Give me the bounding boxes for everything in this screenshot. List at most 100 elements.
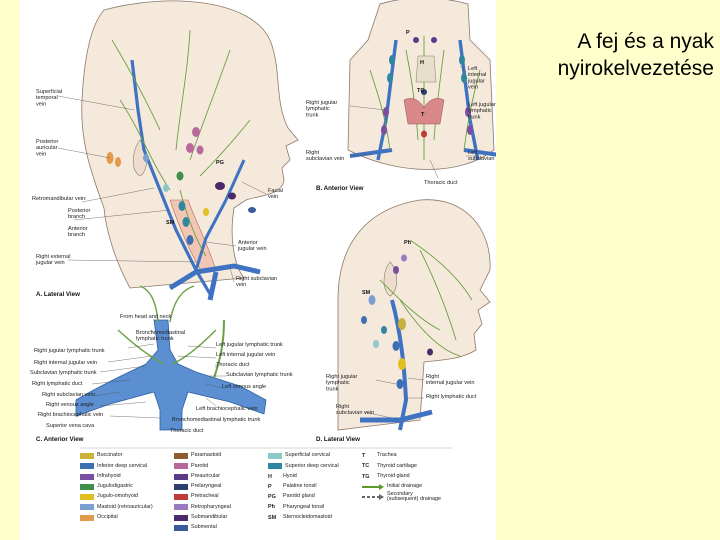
legend-swatch xyxy=(174,515,188,521)
label-subclavian-lymphatic-trunk-c: Subclavian lymphatic trunk xyxy=(30,370,97,376)
label-right-lymphatic-duct-d: Right lymphatic duct xyxy=(426,394,477,400)
legend-abbreviation: P xyxy=(268,484,280,490)
legend-label: Secondary (subsequent) drainage xyxy=(387,492,441,503)
legend-label: Palatine tonsil xyxy=(283,484,317,490)
dashed-arrow-icon xyxy=(362,494,384,500)
legend-swatch xyxy=(174,494,188,500)
label-posterior-branch: Posteriorbranch xyxy=(68,208,91,220)
legend-item: Infrahyoid xyxy=(80,473,170,481)
panel-c-caption: C. Anterior View xyxy=(36,436,84,443)
legend-swatch xyxy=(268,463,282,469)
legend-label: Superficial cervical xyxy=(285,453,330,459)
legend-label: Initial drainage xyxy=(387,484,422,490)
legend-label: Thyroid gland xyxy=(377,474,410,480)
label-left-venous-angle-c: Left venous angle xyxy=(222,384,266,390)
node-label-sm: SM xyxy=(166,220,175,226)
legend-abbreviation: TG xyxy=(362,474,374,480)
legend-item: Retropharyngeal xyxy=(174,503,264,511)
legend-item: PGParotid gland xyxy=(268,493,358,501)
label-right-jugular-lymphatic-trunk-c: Right jugular lymphatic trunk xyxy=(34,348,105,354)
label-right-internal-jugular-vein-c: Right internal jugular vein xyxy=(34,360,97,366)
legend-swatch xyxy=(80,474,94,480)
panel-a: PG SM Superficialtemporalvein Posteriora… xyxy=(32,1,298,300)
legend-item: Jugulodigastric xyxy=(80,483,170,491)
label-superior-vena-cava-c: Superior vena cava xyxy=(46,423,95,429)
label-thoracic-duct-1-c: Thoracic duct xyxy=(216,362,250,368)
legend-label: Jugulo-omohyoid xyxy=(97,494,138,500)
legend-label: Paramastoid xyxy=(191,453,221,459)
legend-abbreviation: H xyxy=(268,474,280,480)
legend-item: Paramastoid xyxy=(174,452,264,460)
legend-column: TTracheaTCThyroid cartilageTGThyroid gla… xyxy=(362,452,452,536)
legend-label: Buccinator xyxy=(97,453,122,459)
legend-swatch xyxy=(174,525,188,531)
panel-b-caption: B. Anterior View xyxy=(316,185,364,192)
legend-item: Inferior deep cervical xyxy=(80,462,170,470)
slide-title: A fej és a nyak nyirokelvezetése xyxy=(504,28,714,82)
legend-label: Thyroid cartilage xyxy=(377,464,417,470)
legend-label: Parotid xyxy=(191,464,208,470)
legend-item: Superficial cervical xyxy=(268,452,358,460)
legend-column: Superficial cervicalSuperior deep cervic… xyxy=(268,452,358,536)
thoracic-duct-c xyxy=(214,320,224,378)
thyroid-cartilage-shape xyxy=(416,56,436,82)
legend-item: Secondary (subsequent) drainage xyxy=(362,493,452,501)
label-posterior-auricular-vein: Posteriorauricularvein xyxy=(36,139,59,157)
label-superficial-temporal-vein: Superficialtemporalvein xyxy=(36,89,62,107)
legend-label: Inferior deep cervical xyxy=(97,464,147,470)
legend-swatch xyxy=(80,494,94,500)
label-from-head-and-neck: From head and neck xyxy=(120,314,172,320)
label-thoracic-duct-b: Thoracic duct xyxy=(424,180,458,186)
legend-label: Infrahyoid xyxy=(97,474,121,480)
label-thoracic-duct-2-c: Thoracic duct xyxy=(170,428,204,434)
label-right-subclavian-vein-c: Right subclavian vein xyxy=(42,392,95,398)
label-right-jugular-lymphatic-trunk-b: Right jugularlymphatictrunk xyxy=(306,100,338,118)
legend-label: Submental xyxy=(191,525,217,531)
legend-swatch xyxy=(174,474,188,480)
label-right-lymphatic-duct-c: Right lymphatic duct xyxy=(32,381,83,387)
legend-label: Submandibular xyxy=(191,515,227,521)
legend-swatch xyxy=(80,463,94,469)
label-left-jugular-lymphatic-trunk-c: Left jugular lymphatic trunk xyxy=(216,342,283,348)
legend-item: Mastoid (retroauricular) xyxy=(80,503,170,511)
legend-swatch xyxy=(268,453,282,459)
legend-item: Initial drainage xyxy=(362,483,452,491)
legend-abbreviation: T xyxy=(362,453,374,459)
label-right-venous-angle-c: Right venous angle xyxy=(46,402,94,408)
legend-swatch xyxy=(174,463,188,469)
legend-item: Parotid xyxy=(174,462,264,470)
legend-item: Buccinator xyxy=(80,452,170,460)
node-label-h: H xyxy=(420,60,424,66)
legend-item: Jugulo-omohyoid xyxy=(80,493,170,501)
node-label-pg: PG xyxy=(216,160,224,166)
legend-item: Pretracheal xyxy=(174,493,264,501)
label-left-brachiocephalic-vein-c: Left brachiocephalic vein xyxy=(196,406,258,412)
legend-label: Jugulodigastric xyxy=(97,484,133,490)
legend-item: Prelaryngeal xyxy=(174,483,264,491)
legend-swatch xyxy=(80,504,94,510)
legend-item: Submental xyxy=(174,524,264,532)
label-left-subclavian-lymphatic-trunk-c: Subclavian lymphatic trunk xyxy=(226,372,293,378)
legend-swatch xyxy=(174,504,188,510)
legend-item: Occipital xyxy=(80,514,170,522)
legend-label: Prelaryngeal xyxy=(191,484,221,490)
legend-label: Superior deep cervical xyxy=(285,464,339,470)
legend-label: Occipital xyxy=(97,515,118,521)
node-label-sm-d: SM xyxy=(362,290,371,296)
legend-abbreviation: Ph xyxy=(268,504,280,510)
